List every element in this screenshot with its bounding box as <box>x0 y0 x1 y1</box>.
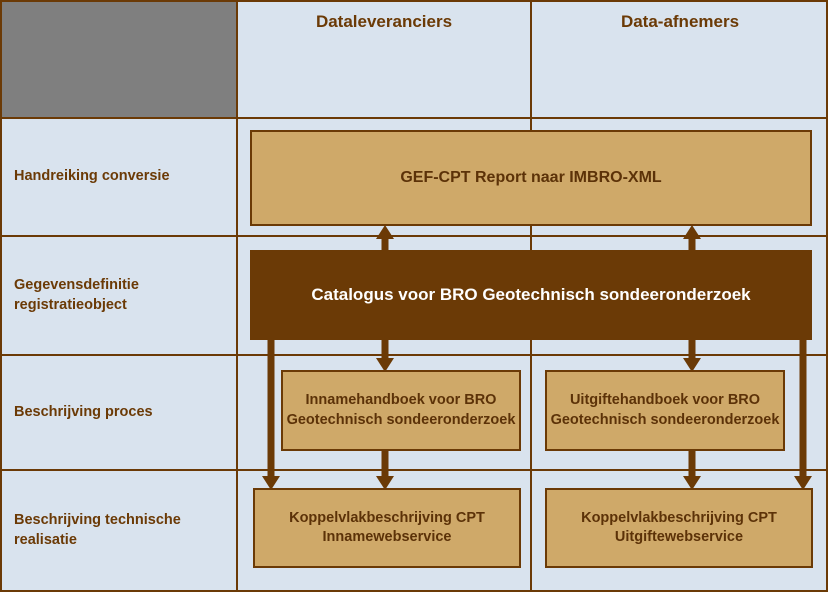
box-koppelvlak-uitgifte[interactable]: Koppelvlakbeschrijving CPT Uitgiftewebse… <box>545 488 813 568</box>
grid-line-row-2 <box>0 235 828 237</box>
arrow-catalogus-to-uitgiftehandboek <box>683 330 701 372</box>
column-header-label: Data-afnemers <box>620 12 740 31</box>
box-uitgiftehandboek[interactable]: Uitgiftehandboek voor BRO Geotechnisch s… <box>545 370 785 451</box>
grid-line-row-3 <box>0 354 828 356</box>
box-catalogus[interactable]: Catalogus voor BRO Geotechnisch sondeero… <box>250 250 812 340</box>
arrow-innamehandboek-to-koppelvlak-inname <box>376 450 394 490</box>
column-header-data-afnemers: Data-afnemers <box>532 0 828 118</box>
header-corner-block <box>0 0 237 118</box>
box-label: Uitgiftehandboek voor BRO Geotechnisch s… <box>550 392 780 428</box>
row-label-text: Beschrijving proces <box>14 403 153 420</box>
grid-line-row-1 <box>0 117 828 119</box>
arrow-uitgiftehandboek-to-koppelvlak-uitgifte <box>683 450 701 490</box>
arrow-catalogus-to-koppelvlak-uitgifte <box>794 330 812 490</box>
grid-line-col-label <box>236 0 238 592</box>
box-label: GEF-CPT Report naar IMBRO-XML <box>400 169 662 187</box>
arrow-catalogus-to-innamehandboek <box>376 330 394 372</box>
box-label: Koppelvlakbeschrijving CPT Uitgiftewebse… <box>581 509 777 545</box>
arrow-catalogus-to-gef-right <box>683 225 701 261</box>
row-label-text: Beschrijving technische realisatie <box>14 512 181 548</box>
box-gef-cpt-report[interactable]: GEF-CPT Report naar IMBRO-XML <box>250 130 812 226</box>
row-label-text: Handreiking conversie <box>14 168 170 185</box>
row-label-text: Gegevensdefinitie registratieobject <box>14 277 139 313</box>
box-koppelvlak-inname[interactable]: Koppelvlakbeschrijving CPT Innamewebserv… <box>253 488 521 568</box>
row-label-handreiking-conversie: Handreiking conversie <box>0 119 237 235</box>
column-header-label: Dataleveranciers <box>315 12 453 31</box>
arrow-catalogus-to-gef-left <box>376 225 394 261</box>
row-label-gegevensdefinitie-registratieobject: Gegevensdefinitie registratieobject <box>0 237 237 354</box>
column-header-dataleveranciers: Dataleveranciers <box>238 0 530 118</box>
arrow-catalogus-to-koppelvlak-inname <box>262 330 280 490</box>
box-label: Catalogus voor BRO Geotechnisch sondeero… <box>311 284 751 304</box>
grid-line-row-4 <box>0 469 828 471</box>
row-label-beschrijving-proces: Beschrijving proces <box>0 356 237 469</box>
box-innamehandboek[interactable]: Innamehandboek voor BRO Geotechnisch son… <box>281 370 521 451</box>
box-label: Koppelvlakbeschrijving CPT Innamewebserv… <box>289 509 485 545</box>
row-label-beschrijving-technische-realisatie: Beschrijving technische realisatie <box>0 471 237 590</box>
box-label: Innamehandboek voor BRO Geotechnisch son… <box>286 392 516 428</box>
